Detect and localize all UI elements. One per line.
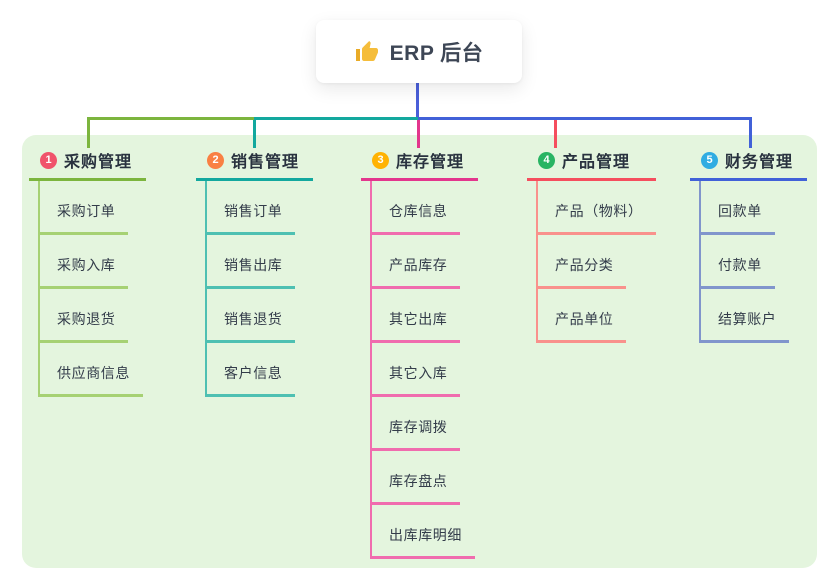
child-label: 客户信息 (207, 363, 296, 397)
child-node[interactable]: 销售订单 (207, 181, 313, 235)
branch-label: 财务管理 (725, 154, 794, 171)
branch-children: 仓库信息产品库存其它出库其它入库库存调拨库存盘点出库库明细 (370, 181, 478, 559)
branch-2: 2 销售管理销售订单销售出库销售退货客户信息 (196, 148, 314, 397)
branch-label: 产品管理 (562, 154, 631, 171)
branch-drop-line (554, 117, 557, 148)
branch-drop-line (749, 117, 752, 148)
child-label: 库存调拨 (372, 417, 461, 451)
child-node[interactable]: 供应商信息 (40, 343, 146, 397)
branch-drop-line (87, 117, 90, 148)
child-node[interactable]: 其它入库 (372, 343, 478, 397)
branch-5: 5 财务管理回款单付款单结算账户 (690, 148, 808, 343)
child-node[interactable]: 产品库存 (372, 235, 478, 289)
branch-children: 产品（物料） 产品分类产品单位 (536, 181, 656, 343)
child-label: 其它出库 (372, 309, 461, 343)
child-label: 销售退货 (207, 309, 296, 343)
branch-label: 库存管理 (396, 154, 465, 171)
child-node[interactable]: 产品单位 (538, 289, 656, 343)
root-title: ERP 后台 (389, 41, 484, 65)
branch-number-badge: 4 (538, 151, 555, 169)
child-node[interactable]: 采购订单 (40, 181, 146, 235)
connector-segment-blue (418, 117, 752, 120)
branch-number-badge: 3 (372, 151, 389, 169)
branch-3: 3 库存管理仓库信息产品库存其它出库其它入库库存调拨库存盘点出库库明细 (361, 148, 479, 559)
child-node[interactable]: 其它出库 (372, 289, 478, 343)
child-label: 销售出库 (207, 255, 296, 289)
child-node[interactable]: 库存调拨 (372, 397, 478, 451)
branch-1: 1 采购管理采购订单采购入库采购退货供应商信息 (29, 148, 147, 397)
child-node[interactable]: 销售出库 (207, 235, 313, 289)
branch-label: 采购管理 (64, 154, 133, 171)
child-label: 产品单位 (538, 309, 627, 343)
child-node[interactable]: 仓库信息 (372, 181, 478, 235)
child-node[interactable]: 采购入库 (40, 235, 146, 289)
branch-label: 销售管理 (231, 154, 300, 171)
branch-header[interactable]: 1 采购管理 (29, 148, 147, 181)
branch-children: 销售订单销售出库销售退货客户信息 (205, 181, 313, 397)
branch-children: 回款单付款单结算账户 (699, 181, 807, 343)
connector-segment-teal (254, 117, 418, 120)
child-label: 采购退货 (40, 309, 129, 343)
branch-children: 采购订单采购入库采购退货供应商信息 (38, 181, 146, 397)
child-node[interactable]: 客户信息 (207, 343, 313, 397)
child-label: 其它入库 (372, 363, 461, 397)
child-label: 采购入库 (40, 255, 129, 289)
branch-number-badge: 1 (40, 151, 57, 169)
child-label: 付款单 (701, 255, 775, 289)
child-node[interactable]: 付款单 (701, 235, 807, 289)
child-label: 库存盘点 (372, 471, 461, 505)
branch-header[interactable]: 5 财务管理 (690, 148, 808, 181)
child-node[interactable]: 产品（物料） (538, 181, 656, 235)
root-connector-line (416, 83, 419, 120)
child-label: 产品库存 (372, 255, 461, 289)
child-node[interactable]: 出库库明细 (372, 505, 478, 559)
root-node[interactable]: ERP 后台 (316, 20, 522, 83)
child-node[interactable]: 库存盘点 (372, 451, 478, 505)
child-label: 销售订单 (207, 201, 296, 235)
child-label: 回款单 (701, 201, 775, 235)
child-label: 仓库信息 (372, 201, 461, 235)
branch-drop-line (417, 117, 420, 148)
child-node[interactable]: 销售退货 (207, 289, 313, 343)
child-label: 产品（物料） (538, 201, 656, 235)
branch-header[interactable]: 4 产品管理 (527, 148, 656, 181)
connector-segment-green (87, 117, 254, 120)
child-node[interactable]: 回款单 (701, 181, 807, 235)
child-node[interactable]: 产品分类 (538, 235, 656, 289)
branch-number-badge: 5 (701, 151, 718, 169)
branch-header[interactable]: 2 销售管理 (196, 148, 314, 181)
branch-drop-line (253, 117, 256, 148)
branch-4: 4 产品管理产品（物料） 产品分类产品单位 (527, 148, 656, 343)
child-node[interactable]: 采购退货 (40, 289, 146, 343)
child-label: 结算账户 (701, 309, 790, 343)
thumbs-up-icon (355, 40, 379, 64)
child-label: 出库库明细 (372, 525, 475, 559)
branches-panel (22, 135, 817, 568)
child-label: 采购订单 (40, 201, 129, 235)
child-label: 产品分类 (538, 255, 627, 289)
child-label: 供应商信息 (40, 363, 143, 397)
branch-number-badge: 2 (207, 151, 224, 169)
branch-header[interactable]: 3 库存管理 (361, 148, 479, 181)
child-node[interactable]: 结算账户 (701, 289, 807, 343)
